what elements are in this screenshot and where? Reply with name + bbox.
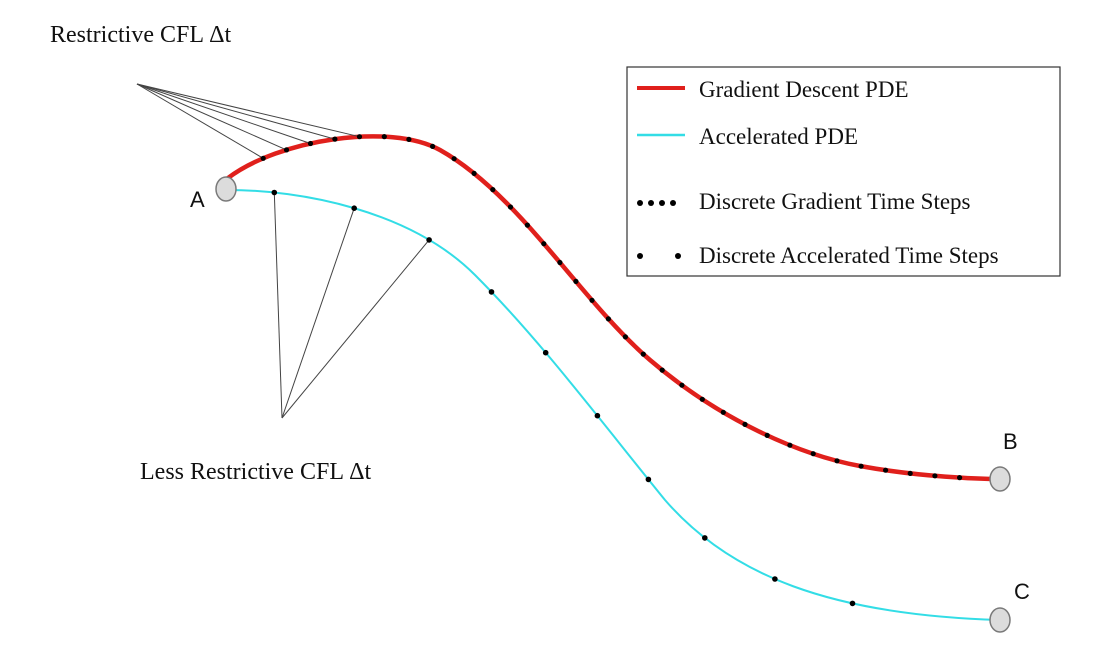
gradient-step-dot	[381, 134, 387, 140]
accelerated-curve	[227, 189, 1001, 621]
gradient-step-dot	[742, 421, 748, 427]
accelerated-step-dot	[542, 349, 549, 356]
pointer-line	[281, 239, 430, 419]
gradient-step-dot	[307, 140, 314, 147]
gradient-step-dot	[640, 351, 646, 357]
gradient-step-dot	[541, 241, 547, 247]
less-restrictive-cfl-label: Less Restrictive CFL Δt	[140, 459, 372, 485]
gradient-step-dot	[622, 334, 629, 340]
gradient-step-dot	[858, 463, 864, 469]
gradient-step-dot	[764, 432, 770, 438]
gradient-step-dot	[283, 147, 290, 153]
restrictive-cfl-label: Restrictive CFL Δt	[50, 22, 232, 48]
gradient-step-dot	[573, 278, 579, 284]
gradient-step-dot	[451, 156, 457, 162]
legend-label-accelerated-steps: Discrete Accelerated Time Steps	[699, 243, 999, 268]
gradient-step-dot	[699, 396, 705, 402]
gradient-step-dot	[557, 259, 563, 266]
pointer-line	[281, 208, 355, 419]
gradient-step-dot	[787, 442, 793, 448]
gradient-step-dot	[834, 458, 840, 464]
accelerated-step-dot	[849, 600, 856, 607]
point-b-label: B	[1003, 429, 1018, 454]
gradient-step-dot	[679, 382, 685, 388]
gradient-step-dot	[332, 136, 338, 142]
endpoint-c-marker	[989, 607, 1011, 633]
pointer-line	[273, 192, 283, 419]
gradient-step-dot	[471, 170, 477, 176]
pointer-line	[136, 83, 287, 151]
gradient-step-dot	[406, 136, 412, 142]
accelerated-step-dot	[772, 576, 778, 582]
accelerated-step-dot	[351, 205, 358, 211]
gradient-step-dot	[932, 473, 938, 479]
point-c-label: C	[1014, 579, 1030, 604]
gradient-step-dot	[430, 143, 436, 149]
accelerated-step-dot	[594, 412, 601, 419]
gradient-step-dot	[356, 134, 363, 140]
gradient-step-dot	[883, 467, 889, 473]
less-restrictive-cfl-pointer-lines	[273, 192, 430, 419]
gradient-step-dot	[605, 316, 612, 322]
legend: Gradient Descent PDE Accelerated PDE Dis…	[626, 66, 1061, 277]
legend-swatch-accelerated-steps	[637, 253, 681, 259]
endpoint-a-marker	[215, 176, 237, 202]
pointer-line	[136, 83, 311, 144]
legend-label-gradient-steps: Discrete Gradient Time Steps	[699, 189, 971, 214]
accelerated-step-dot	[426, 237, 432, 243]
gradient-step-dot	[720, 409, 726, 415]
endpoint-b-marker	[989, 466, 1011, 492]
gradient-step-dot	[589, 297, 595, 303]
pointer-line	[136, 83, 360, 138]
gradient-step-dot	[957, 475, 963, 481]
accelerated-step-dot	[271, 189, 278, 196]
accelerated-step-dot	[488, 289, 495, 295]
accelerated-step-dot	[702, 535, 708, 541]
gradient-step-dot	[907, 470, 913, 476]
gradient-step-dot	[810, 451, 816, 457]
gradient-time-steps	[260, 134, 963, 481]
gradient-step-dot	[507, 204, 514, 210]
gradient-step-dot	[524, 222, 531, 228]
accelerated-step-dot	[645, 476, 652, 483]
legend-box	[626, 66, 1061, 277]
legend-label-accelerated: Accelerated PDE	[699, 124, 858, 149]
gradient-step-dot	[659, 367, 665, 373]
legend-swatch-gradient-steps	[637, 200, 676, 206]
accelerated-time-steps	[271, 189, 856, 607]
gradient-step-dot	[260, 155, 266, 161]
gradient-step-dot	[490, 187, 496, 193]
pointer-line	[136, 83, 264, 159]
pointer-line	[136, 83, 336, 140]
point-a-label: A	[190, 187, 205, 212]
restrictive-cfl-pointer-lines	[136, 83, 360, 159]
legend-label-gradient: Gradient Descent PDE	[699, 77, 909, 102]
